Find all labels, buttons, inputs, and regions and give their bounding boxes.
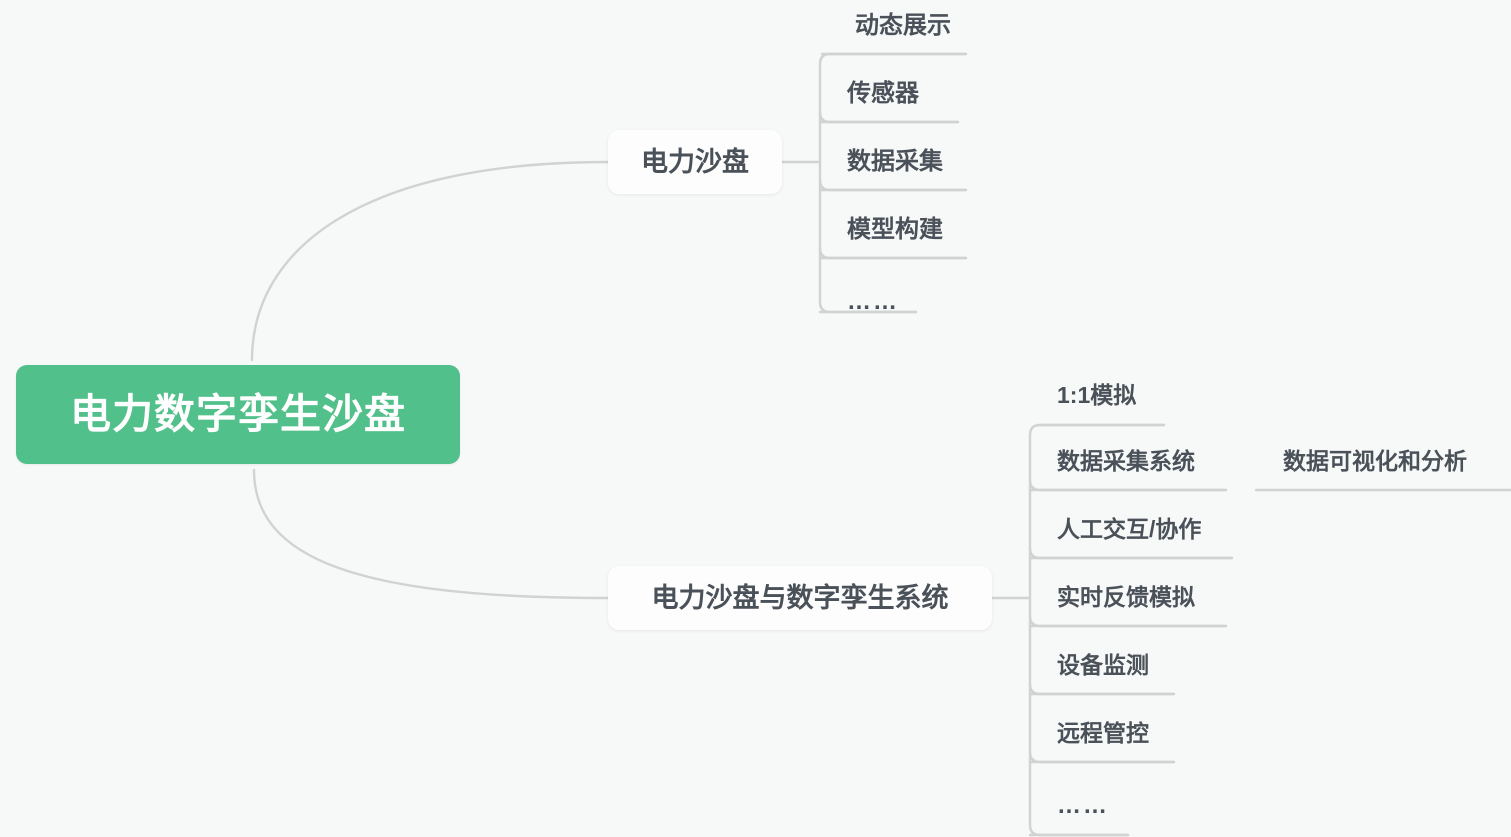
- leaf-item-data-visualization-and-analysis[interactable]: 数据可视化和分析: [1283, 448, 1467, 474]
- branch-node-power-sandbox[interactable]: 电力沙盘: [608, 130, 782, 194]
- leaf-item-realtime-feedback-simulation[interactable]: 实时反馈模拟: [1057, 584, 1195, 610]
- spine-branch-1: [1028, 433, 1130, 837]
- root-node-label: 电力数字孪生沙盘: [70, 391, 406, 437]
- join-b1-4: [1028, 682, 1176, 696]
- link-root-to-branch-1: [252, 468, 610, 600]
- branch-node-label: 电力沙盘: [641, 146, 749, 177]
- leaf-item-dynamic-display[interactable]: 动态展示: [855, 12, 951, 39]
- branch-node-power-sandbox-digital-twin-system[interactable]: 电力沙盘与数字孪生系统: [608, 566, 992, 630]
- leaf-item-data-acquisition-system[interactable]: 数据采集系统: [1057, 448, 1195, 474]
- join-b1-5: [1028, 750, 1176, 764]
- leaf-item-one-to-one-simulation[interactable]: 1:1模拟: [1057, 382, 1137, 408]
- leaf-item-more[interactable]: ……: [847, 288, 899, 315]
- join-b1-3: [1028, 614, 1228, 628]
- join-b1-1: [1028, 478, 1228, 492]
- leaf-item-model-building[interactable]: 模型构建: [847, 216, 943, 243]
- leaf-item-data-acquisition[interactable]: 数据采集: [847, 148, 943, 175]
- leaf-item-more[interactable]: ……: [1057, 792, 1109, 819]
- link-root-to-branch-0: [250, 160, 610, 362]
- root-node[interactable]: 电力数字孪生沙盘: [16, 365, 460, 464]
- join-b0-1: [818, 110, 960, 124]
- leaf-item-human-interaction-collaboration[interactable]: 人工交互/协作: [1057, 516, 1202, 542]
- join-b1-2: [1028, 546, 1234, 560]
- join-b0-3: [818, 246, 968, 260]
- branch-node-label: 电力沙盘与数字孪生系统: [651, 582, 949, 613]
- leaf-item-remote-control[interactable]: 远程管控: [1057, 720, 1149, 746]
- corner-b1-top: [1028, 423, 1166, 437]
- leaf-item-equipment-monitoring[interactable]: 设备监测: [1057, 652, 1149, 678]
- join-b0-2: [818, 178, 968, 192]
- leaf-item-sensor[interactable]: 传感器: [847, 80, 919, 107]
